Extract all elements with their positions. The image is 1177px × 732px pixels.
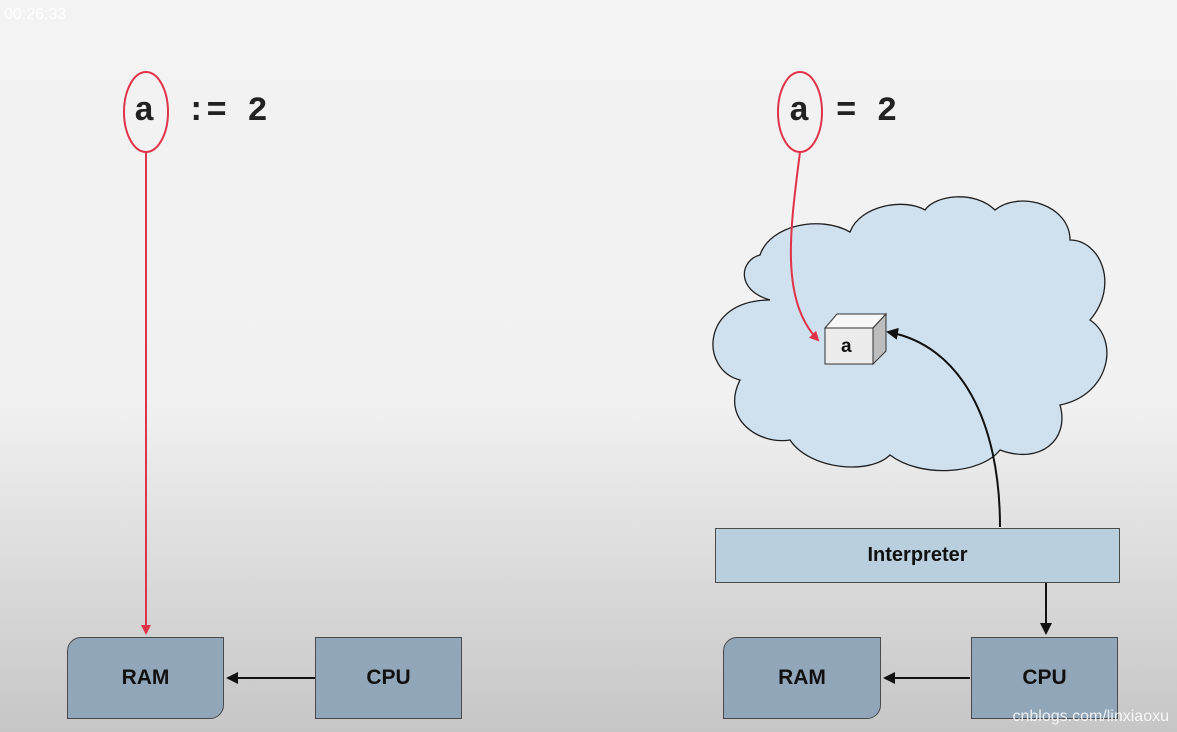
left-ram-box: RAM [67,637,224,719]
interpreter-to-cube-arrow [886,327,1001,528]
right-cpu-box: CPU [971,637,1118,719]
right-code-variable: a [789,93,810,131]
interpreter-box: Interpreter [715,528,1120,583]
cube-label: a [841,336,852,357]
variable-cube [823,312,888,366]
left-code-variable: a [134,93,155,131]
left-cpu-box: CPU [315,637,462,719]
left-code-assignment: := 2 [186,93,268,131]
right-pointer-arrow [789,151,820,342]
right-ram-box: RAM [723,637,881,719]
memory-cloud [712,196,1108,472]
watermark: cnblogs.com/linxiaoxu [1012,708,1169,725]
right-code-assignment: = 2 [836,93,898,131]
video-timestamp: 00:26:33 [4,6,67,23]
